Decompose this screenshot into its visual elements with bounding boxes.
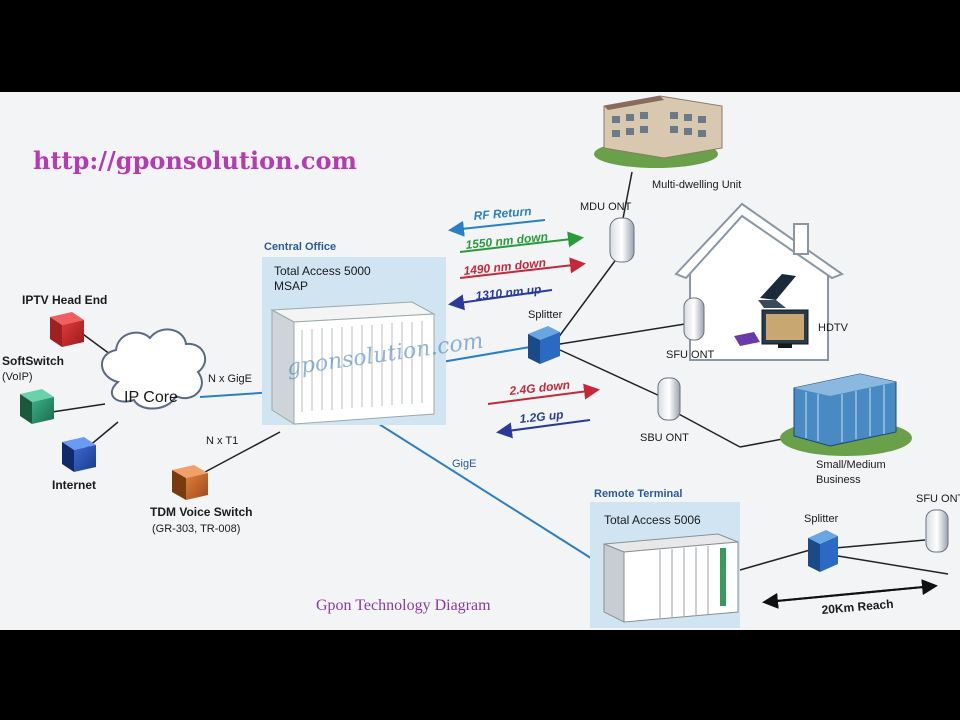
nxt1-label: N x T1 — [206, 435, 238, 447]
remote-splitter-icon — [808, 530, 838, 572]
laptop-icon — [758, 274, 796, 308]
rf-return-label: RF Return — [473, 204, 532, 223]
gpon-diagram: http://gponsolution.com IPTV Head End So… — [0, 92, 960, 630]
splitter-remote-label: Splitter — [804, 513, 839, 525]
softswitch-label: SoftSwitch — [2, 354, 64, 368]
reach-arrow-left — [762, 585, 935, 609]
sbu-ont-label: SBU ONT — [640, 432, 689, 444]
remote-sfu-ont-icon — [925, 509, 949, 553]
1550-label: 1550 nm down — [465, 229, 549, 252]
tdm-voice-switch-icon — [172, 465, 208, 500]
ta5000-label-line2: MSAP — [274, 279, 308, 293]
wavelength-arrows: RF Return 1550 nm down 1490 nm down 1310… — [448, 204, 600, 439]
ta5006-label: Total Access 5006 — [604, 513, 701, 527]
ta5000-label-line1: Total Access 5000 — [274, 264, 371, 278]
splitter-main-label: Splitter — [528, 309, 563, 321]
site-url: http://gponsolution.com — [33, 146, 357, 175]
internet-icon — [62, 437, 96, 472]
phone-icon — [734, 332, 760, 346]
gige-label: GigE — [452, 458, 476, 470]
up-rate-label: 1.2G up — [519, 407, 564, 426]
1550-arrow — [459, 231, 584, 253]
iptv-label: IPTV Head End — [22, 293, 107, 307]
down-rate-arrow — [487, 383, 600, 405]
sfu-ont-label: SFU ONT — [666, 349, 715, 361]
splitter-icon — [528, 326, 560, 364]
diagram-caption: Gpon Technology Diagram — [316, 597, 491, 614]
iptv-head-end-icon — [50, 312, 84, 347]
mdu-ont-icon — [609, 217, 635, 263]
remote-sfu-ont-label: SFU ONT — [916, 493, 960, 505]
diagram-canvas: http://gponsolution.com IPTV Head End So… — [2, 95, 960, 628]
reach-label: 20Km Reach — [821, 597, 894, 617]
sfu-ont-icon — [683, 297, 705, 341]
mdu-unit-label: Multi-dwelling Unit — [652, 179, 741, 191]
hdtv-label: HDTV — [818, 322, 849, 334]
tdm-sub-label: (GR-303, TR-008) — [152, 523, 240, 535]
mdu-building-icon — [594, 95, 723, 168]
total-access-5000-chassis-icon — [270, 301, 436, 425]
tdm-label: TDM Voice Switch — [150, 505, 252, 519]
1490-label: 1490 nm down — [463, 255, 547, 278]
down-rate-label: 2.4G down — [508, 378, 571, 398]
rf-return-arrow — [448, 219, 546, 237]
remote-terminal-label: Remote Terminal — [594, 488, 682, 500]
1310-arrow — [448, 289, 553, 311]
business-label-line2: Business — [816, 474, 861, 486]
softswitch-icon — [20, 389, 54, 424]
business-building-icon — [780, 373, 912, 456]
ip-core-label: IP Core — [124, 389, 178, 406]
up-rate-arrow — [496, 419, 591, 439]
1310-label: 1310 nm up — [475, 282, 542, 303]
nxgige-label: N x GigE — [208, 373, 252, 385]
sbu-ont-icon — [657, 377, 681, 421]
business-label-line1: Small/Medium — [816, 459, 886, 471]
mdu-ont-label: MDU ONT — [580, 201, 632, 213]
ip-core-cloud-icon — [101, 328, 207, 410]
hdtv-icon — [761, 309, 809, 348]
1490-arrow — [459, 257, 586, 279]
internet-label: Internet — [52, 478, 96, 492]
central-office-label: Central Office — [264, 241, 336, 253]
total-access-5006-icon — [603, 533, 739, 623]
voip-label: (VoIP) — [2, 371, 33, 383]
